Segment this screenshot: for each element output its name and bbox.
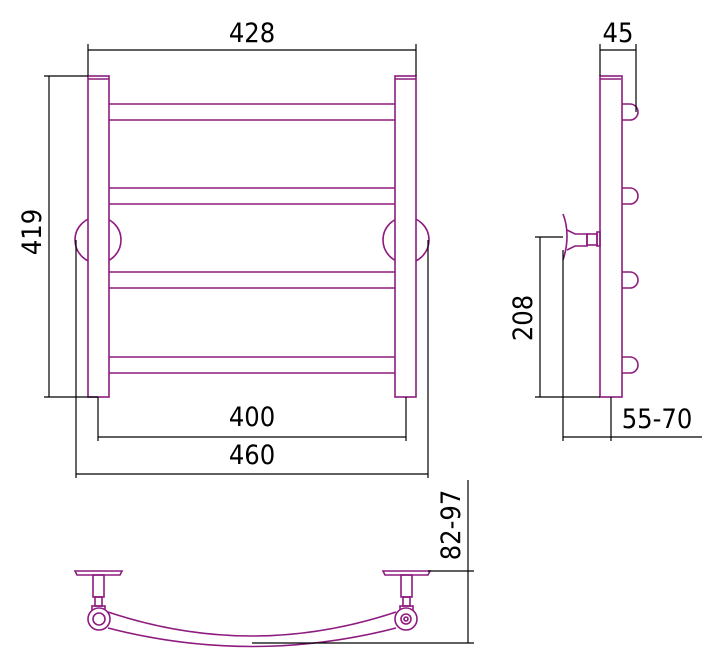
dim-400: 400 — [229, 402, 275, 433]
front-view — [74, 75, 430, 398]
dim-208: 208 — [508, 295, 539, 341]
right-post — [394, 75, 417, 398]
dim-82-97: 82-97 — [436, 490, 467, 561]
rungs — [101, 103, 403, 374]
side-post — [599, 75, 623, 398]
dim-55-70: 55-70 — [622, 404, 693, 435]
dim-45: 45 — [603, 18, 634, 49]
dim-419: 419 — [17, 209, 48, 255]
dim-428: 428 — [229, 18, 275, 49]
front-dimensions: 428 419 400 460 — [17, 18, 429, 478]
dim-460: 460 — [229, 440, 275, 471]
side-dimensions: 45 208 55-70 — [508, 18, 702, 441]
wall-bracket — [562, 213, 601, 261]
top-view — [73, 570, 432, 648]
side-view — [562, 75, 639, 398]
left-post — [87, 75, 110, 398]
top-dimensions: 82-97 — [252, 480, 474, 644]
